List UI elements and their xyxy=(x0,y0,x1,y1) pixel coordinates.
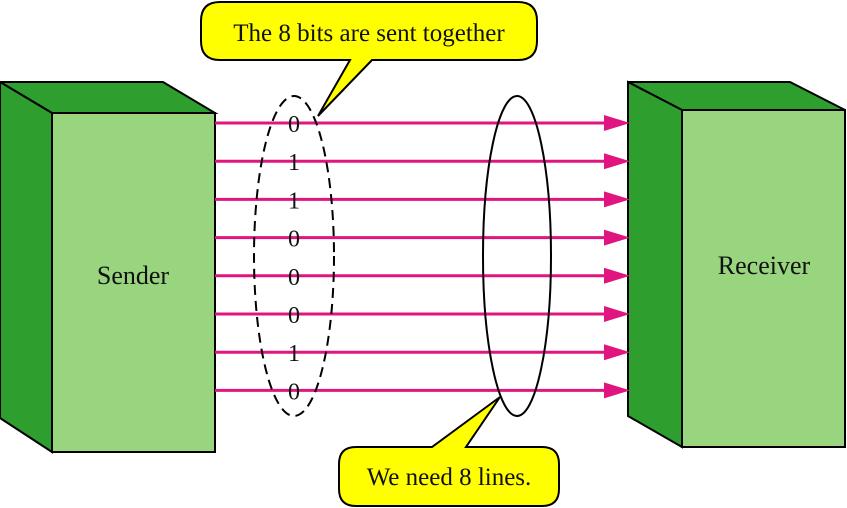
callout-bottom-bubble xyxy=(338,396,560,507)
bit-label: 1 xyxy=(288,150,300,176)
sender-box: Sender xyxy=(0,80,219,454)
sender-box-side xyxy=(0,80,53,454)
bit-labels: 0 1 1 0 0 0 1 0 xyxy=(288,112,300,405)
receiver-box: Receiver xyxy=(627,80,846,449)
arrow-head xyxy=(604,306,630,322)
callout-bottom-text: We need 8 lines. xyxy=(367,464,532,491)
arrow-head xyxy=(604,229,630,246)
bit-label: 0 xyxy=(288,227,300,253)
bit-label: 0 xyxy=(288,303,300,329)
callout-top-text: The 8 bits are sent together xyxy=(233,20,505,47)
arrow-head xyxy=(604,115,630,131)
callout-top-bubble xyxy=(200,1,538,117)
sender-box-front xyxy=(51,112,216,453)
receiver-box-side xyxy=(627,80,683,449)
transmission-lines xyxy=(215,115,630,399)
arrow-head xyxy=(604,267,630,284)
receiver-label: Receiver xyxy=(718,251,811,280)
arrow-head xyxy=(604,344,630,361)
bit-label: 0 xyxy=(288,379,300,405)
arrow-head xyxy=(604,382,630,399)
lines-solid-ellipse xyxy=(482,95,552,417)
bit-label: 0 xyxy=(288,112,300,138)
receiver-box-front xyxy=(681,109,846,448)
arrow-head xyxy=(604,153,630,170)
bit-label: 1 xyxy=(288,188,300,214)
arrow-head xyxy=(604,191,630,208)
bit-label: 0 xyxy=(288,265,300,291)
bits-dashed-ellipse xyxy=(253,95,335,417)
callout-top: The 8 bits are sent together xyxy=(200,1,538,117)
callout-bottom: We need 8 lines. xyxy=(338,396,560,507)
bit-label: 1 xyxy=(288,341,300,367)
sender-label: Sender xyxy=(97,261,170,290)
